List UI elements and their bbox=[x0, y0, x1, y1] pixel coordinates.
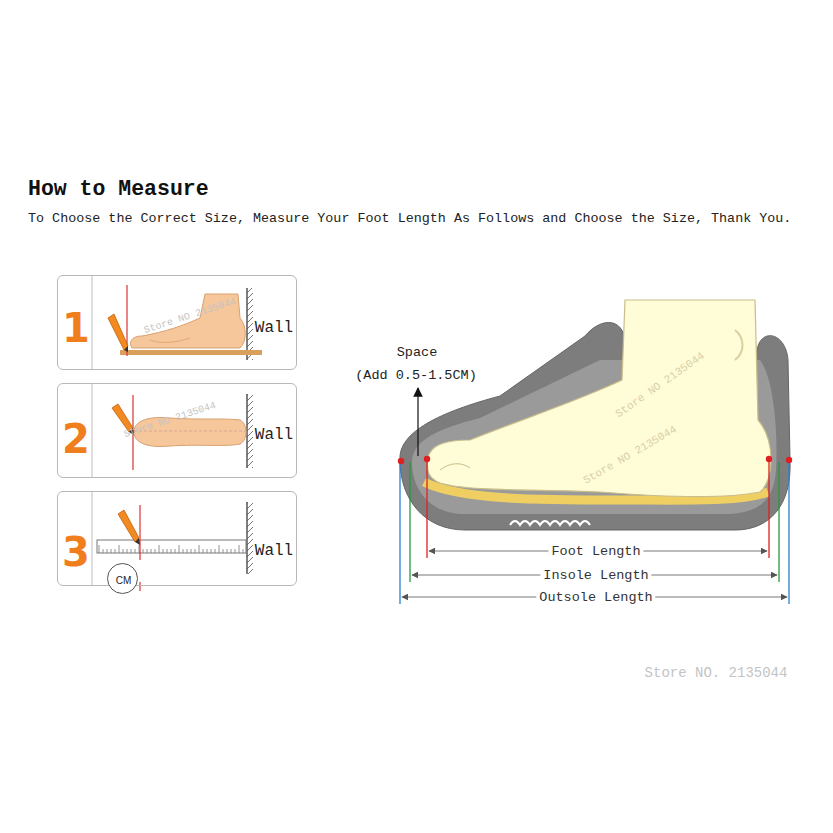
watermark: Store NO. 2135044 bbox=[645, 665, 788, 681]
wall-label: Wall bbox=[255, 542, 293, 560]
step-number: 3 bbox=[62, 529, 90, 575]
step1-figure bbox=[108, 285, 262, 360]
unit-label: CM bbox=[116, 574, 132, 585]
unit-circle: CM bbox=[107, 563, 138, 594]
dimension-label: Foot Length bbox=[548, 544, 643, 559]
title: How to Measure bbox=[28, 177, 209, 201]
step3-figure bbox=[97, 502, 253, 591]
step-number: 1 bbox=[62, 305, 90, 351]
space-label: Space bbox=[397, 345, 438, 360]
step2-figure bbox=[112, 394, 253, 470]
step-number: 2 bbox=[62, 416, 90, 462]
panel-dividers bbox=[91, 276, 92, 585]
step-panel: 2 Wall bbox=[57, 383, 297, 478]
wall-label: Wall bbox=[255, 426, 293, 444]
dimension-lines bbox=[398, 388, 792, 604]
caption: To Choose the Correct Size, Measure Your… bbox=[28, 211, 791, 226]
dimension-label: Insole Length bbox=[540, 568, 651, 583]
wall-label: Wall bbox=[255, 319, 293, 337]
space-note: (Add 0.5-1.5CM) bbox=[352, 368, 480, 383]
shoe-figure bbox=[400, 300, 790, 530]
step-panel: 3 WallCM bbox=[57, 491, 297, 586]
dimension-label: Outsole Length bbox=[536, 590, 655, 605]
